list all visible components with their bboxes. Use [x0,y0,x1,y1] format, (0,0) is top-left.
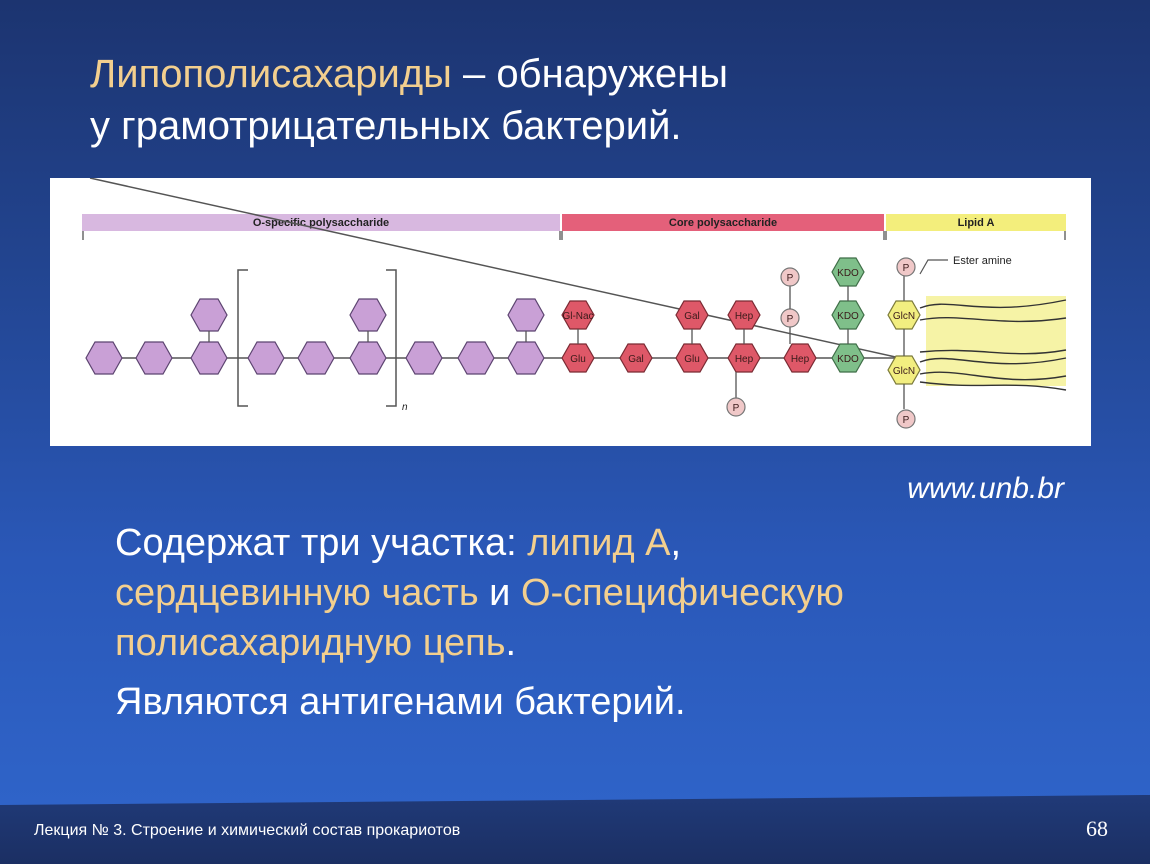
footer-text: Лекция № 3. Строение и химический состав… [34,822,461,839]
o-sugar-8 [457,341,495,375]
backbone-line [89,178,901,359]
kdo-2-label: KDO [837,311,859,322]
core-hep-2 [727,300,761,330]
o-sugar-7 [405,341,443,375]
para1-text-a: Содержат три участка: [115,522,528,564]
o-sugar-1 [85,341,123,375]
paragraph-antigens: Являются антигенами бактерий. [115,681,686,723]
para1-text-e: и [478,572,521,614]
o-specific-chain [85,298,545,375]
o-sugar-2 [135,341,173,375]
fatty-acid-chains [919,299,1067,391]
o-specific-label: O-specific polysaccharide [253,217,389,229]
o-sugar-9 [507,341,545,375]
glcn-2-label: GlcN [893,366,915,377]
glcn-1 [887,300,921,330]
o-sugar-3 [190,341,228,375]
core-hep-1-label: Hep [735,354,754,365]
phosphate-4 [896,257,916,277]
para1-text-g: . [505,622,517,664]
o-sugar-5 [297,341,335,375]
repeat-bracket-left [237,269,248,407]
lps-diagram-svg: O-specific polysaccharide Core polysacch… [82,178,1067,429]
kdo-3-label: KDO [837,268,859,279]
paragraph-regions: Содержат три участка: липид А, сердцевинн… [115,518,1075,668]
source-link: www.unb.br [907,472,1064,505]
o-specific-term: О-специфическую полисахаридную цепь [115,572,844,664]
title-rest: – обнаружены [451,52,728,96]
glcn-1-label: GlcN [893,311,915,322]
kdo-2 [831,300,865,330]
repeat-bracket-right [386,269,397,407]
core-hep-3 [783,343,817,373]
core-chain: Glu Gl-Nac Gal Glu Gal Hep Hep P Hep P [561,257,865,417]
kdo-1 [831,343,865,373]
o-branch-1 [190,298,228,332]
core-hep-3-label: Hep [791,354,810,365]
core-glu-2 [675,343,709,373]
core-gal-1-label: Gal [628,354,644,365]
ester-amine-label: Ester amine [953,255,1012,267]
o-sugar-4 [247,341,285,375]
lipid-a-background [926,296,1066,386]
phosphate-3-label: P [787,273,794,284]
phosphate-5 [896,409,916,429]
para1-text-c: , [670,522,682,564]
o-branch-2 [349,298,387,332]
segment-ticks [82,231,1066,240]
glcn-2 [887,355,921,385]
lipid-a-group: GlcN GlcN P P Ester amine [887,255,1067,429]
lipid-a-term: липид А [527,522,671,564]
core-gal-2-label: Gal [684,311,700,322]
lipid-a-label: Lipid A [958,217,995,229]
lipid-a-bar [886,214,1066,231]
title-line2: у грамотрицательных бактерий. [90,104,682,148]
core-gal-2 [675,300,709,330]
kdo-3 [831,257,865,287]
phosphate-5-label: P [903,415,910,426]
footer-bar [0,795,1150,864]
phosphate-2-label: P [787,314,794,325]
core-bar [562,214,884,231]
core-glcnac [561,300,595,330]
core-glcnac-label: Gl-Nac [562,311,593,322]
slide-body: Содержат три участка: липид А, сердцевинн… [115,518,1075,736]
core-glu-1-label: Glu [570,354,586,365]
o-specific-bar [82,214,560,231]
page-number: 68 [1086,816,1108,841]
phosphate-1-label: P [733,403,740,414]
title-highlight: Липополисахариды [90,52,452,96]
slide-title: Липополисахариды – обнаружены у грамотри… [90,48,1090,152]
o-branch-3 [507,298,545,332]
lps-diagram: O-specific polysaccharide Core polysacch… [50,178,1091,446]
core-glu-1 [561,343,595,373]
phosphate-4-label: P [903,263,910,274]
ester-amine-pointer [919,259,948,275]
core-term: сердцевинную часть [115,572,479,614]
core-gal-1 [619,343,653,373]
core-label: Core polysaccharide [669,217,777,229]
o-sugar-6 [349,341,387,375]
phosphate-1 [726,397,746,417]
kdo-1-label: KDO [837,354,859,365]
repeat-n-label: n [402,402,408,413]
core-hep-2-label: Hep [735,311,754,322]
core-glu-2-label: Glu [684,354,700,365]
phosphate-3 [780,267,800,287]
